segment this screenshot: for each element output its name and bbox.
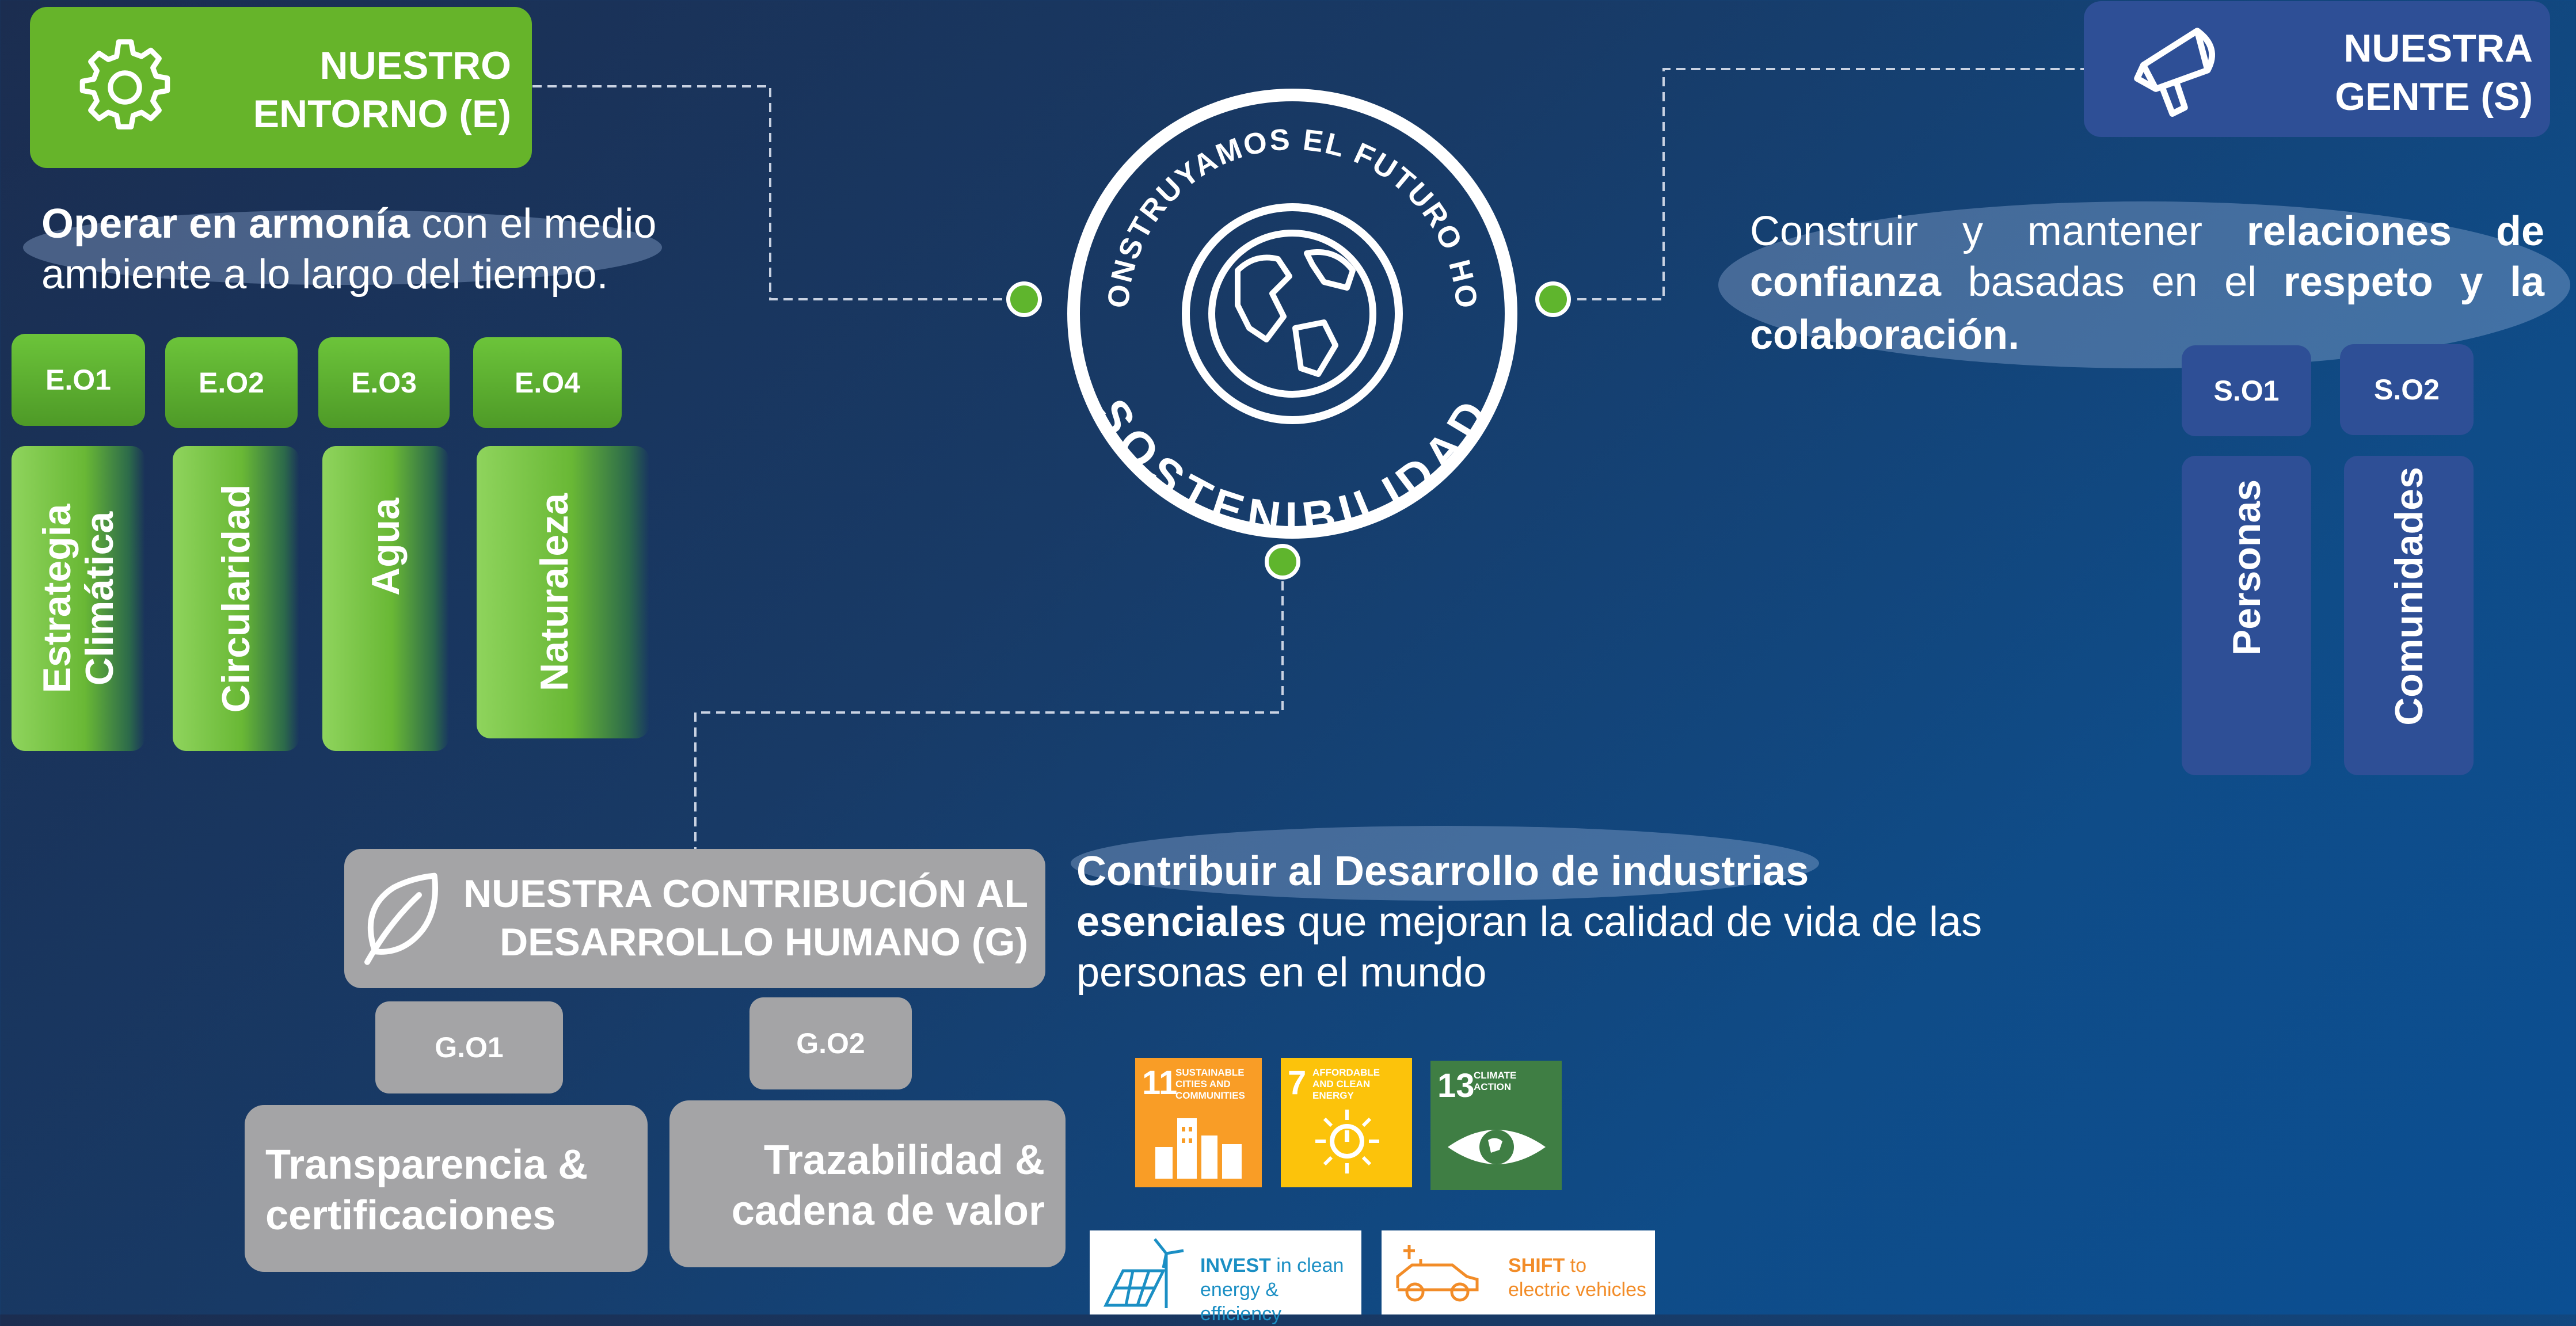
invest-badge-bold: INVEST bbox=[1200, 1255, 1271, 1277]
sdg-13-label: CLIMATE ACTION bbox=[1474, 1070, 1517, 1092]
shift-badge-line2: electric vehicles bbox=[1508, 1279, 1646, 1301]
social-code-1: S.O1 bbox=[2182, 345, 2311, 436]
social-desc-e: respeto y la bbox=[2283, 259, 2545, 305]
environment-desc-highlight bbox=[23, 210, 662, 285]
electric-car-icon bbox=[1396, 1245, 1479, 1302]
globe-icon bbox=[1208, 230, 1376, 398]
social-pillar-1-label: Personas bbox=[2224, 479, 2269, 656]
environment-code-2: E.O2 bbox=[165, 337, 298, 428]
emblem-connector-dot-left bbox=[1006, 281, 1042, 317]
shift-badge-rest: to bbox=[1565, 1255, 1587, 1277]
invest-badge-line2: energy & efficiency bbox=[1200, 1279, 1282, 1325]
leaf-icon bbox=[364, 872, 438, 965]
environment-pillar-1-line1: Estrategia bbox=[35, 504, 79, 694]
governance-code-2: G.O2 bbox=[749, 997, 912, 1089]
governance-header: NUESTRA CONTRIBUCIÓN AL DESARROLLO HUMAN… bbox=[344, 849, 1045, 988]
sdg-7-tile: 7 AFFORDABLE AND CLEAN ENERGY bbox=[1281, 1058, 1412, 1187]
governance-title-line2: DESARROLLO HUMANO (G) bbox=[500, 920, 1028, 964]
environment-pillar-nature: Naturaleza bbox=[477, 446, 649, 738]
invest-badge-rest: in clean bbox=[1270, 1255, 1344, 1277]
social-description: Construir y mantener relaciones de confi… bbox=[1750, 206, 2544, 307]
environment-pillar-climate: Estrategia Climática bbox=[12, 446, 145, 751]
social-title-line1: NUESTRA bbox=[2343, 26, 2533, 70]
environment-pillar-3-label: Agua bbox=[364, 497, 408, 596]
environment-description: Operar en armonía con el medio ambiente … bbox=[41, 199, 732, 300]
emblem-connector-dot-bottom bbox=[1265, 544, 1300, 580]
emblem-outer-ring bbox=[1067, 89, 1517, 539]
environment-code-3: E.O3 bbox=[318, 337, 450, 428]
social-pillar-2-label: Comunidades bbox=[2387, 467, 2431, 726]
emblem-top-text: CONSTRUYAMOS EL FUTURO HOY bbox=[1065, 86, 1482, 311]
governance-desc-bold2: esenciales bbox=[1076, 899, 1287, 945]
sun-power-icon bbox=[1315, 1110, 1379, 1173]
shift-badge-bold: SHIFT bbox=[1508, 1255, 1565, 1277]
social-pillar-communities: Comunidades bbox=[2344, 456, 2474, 775]
governance-box-1-line1: Transparencia & bbox=[265, 1142, 588, 1188]
eye-globe-icon bbox=[1448, 1130, 1546, 1164]
social-pillar-people: Personas bbox=[2182, 456, 2311, 775]
governance-title-line1: NUESTRA CONTRIBUCIÓN AL bbox=[463, 872, 1028, 916]
megaphone-icon bbox=[2134, 28, 2215, 117]
svg-text:SOSTENIBILIDAD: SOSTENIBILIDAD bbox=[1086, 390, 1498, 541]
governance-desc-line3: personas en el mundo bbox=[1076, 950, 1487, 996]
environment-desc-bold: Operar en armonía bbox=[41, 201, 410, 247]
governance-box-2-line2: cadena de valor bbox=[731, 1188, 1045, 1234]
governance-desc-highlight bbox=[1071, 826, 1819, 901]
social-title-line2: GENTE (S) bbox=[2335, 75, 2533, 119]
social-desc-c: confianza bbox=[1750, 259, 1942, 305]
svg-text:CONSTRUYAMOS EL FUTURO HOY: CONSTRUYAMOS EL FUTURO HOY bbox=[1065, 86, 1483, 311]
shift-electric-vehicles-badge: SHIFT to electric vehicles bbox=[1382, 1230, 1655, 1314]
governance-box-transparency: Transparencia & certificaciones bbox=[245, 1105, 648, 1272]
social-desc-b: relaciones de bbox=[2246, 208, 2544, 254]
environment-title-line2: ENTORNO (E) bbox=[253, 92, 511, 136]
environment-pillar-circularity: Circularidad bbox=[173, 446, 299, 751]
social-desc-a: Construir y mantener bbox=[1750, 208, 2247, 254]
emblem-inner-ring bbox=[1182, 203, 1403, 424]
environment-pillar-4-label: Naturaleza bbox=[532, 493, 576, 691]
governance-box-2-line1: Trazabilidad & bbox=[763, 1137, 1045, 1183]
environment-code-1: E.O1 bbox=[12, 334, 145, 426]
solar-wind-icon bbox=[1103, 1238, 1184, 1308]
social-desc-d: basadas en el bbox=[1941, 259, 2284, 305]
environment-code-4: E.O4 bbox=[473, 337, 622, 428]
environment-desc-line2: ambiente a lo largo del tiempo. bbox=[41, 252, 608, 298]
environment-header: NUESTRO ENTORNO (E) bbox=[30, 7, 532, 168]
sdg-7-number: 7 bbox=[1288, 1064, 1307, 1102]
city-icon bbox=[1155, 1118, 1242, 1179]
social-desc-highlight bbox=[1718, 201, 2570, 368]
sdg-13-number: 13 bbox=[1437, 1067, 1475, 1104]
environment-pillar-1-line2: Climática bbox=[78, 511, 121, 686]
invest-clean-energy-badge: INVEST in clean energy & efficiency bbox=[1090, 1230, 1361, 1325]
sdg-11-label: SUSTAINABLE CITIES AND COMMUNITIES bbox=[1175, 1067, 1245, 1101]
sdg-13-tile: 13 CLIMATE ACTION bbox=[1430, 1061, 1562, 1190]
environment-pillar-water: Agua bbox=[322, 446, 449, 751]
sdg-11-tile: 11 SUSTAINABLE CITIES AND COMMUNITIES bbox=[1135, 1058, 1262, 1187]
environment-desc-rest: con el medio bbox=[410, 201, 657, 247]
governance-code-1: G.O1 bbox=[375, 1001, 563, 1093]
social-desc-f: colaboración. bbox=[1750, 312, 2020, 358]
sustainability-emblem: CONSTRUYAMOS EL FUTURO HOY SOSTENIBILIDA… bbox=[1065, 86, 1517, 541]
governance-desc-bold1: Contribuir al Desarrollo de industrias bbox=[1076, 848, 1809, 894]
environment-pillar-2-label: Circularidad bbox=[214, 484, 258, 713]
social-header: NUESTRA GENTE (S) bbox=[2084, 1, 2550, 137]
sdg-7-label: AFFORDABLE AND CLEAN ENERGY bbox=[1312, 1067, 1380, 1101]
emblem-bottom-text: SOSTENIBILIDAD bbox=[1086, 390, 1496, 541]
social-desc-line3: colaboración. bbox=[1750, 310, 2019, 360]
gear-icon bbox=[79, 39, 170, 129]
environment-title-line1: NUESTRO bbox=[319, 44, 511, 87]
governance-box-1-line2: certificaciones bbox=[265, 1192, 556, 1239]
social-code-2: S.O2 bbox=[2340, 344, 2474, 435]
emblem-connector-dot-right bbox=[1535, 281, 1571, 317]
governance-description: Contribuir al Desarrollo de industrias e… bbox=[1076, 846, 2113, 998]
governance-desc-rest2: que mejoran la calidad de vida de las bbox=[1286, 899, 1983, 945]
governance-box-traceability: Trazabilidad & cadena de valor bbox=[669, 1100, 1066, 1267]
sdg-11-number: 11 bbox=[1142, 1064, 1178, 1102]
